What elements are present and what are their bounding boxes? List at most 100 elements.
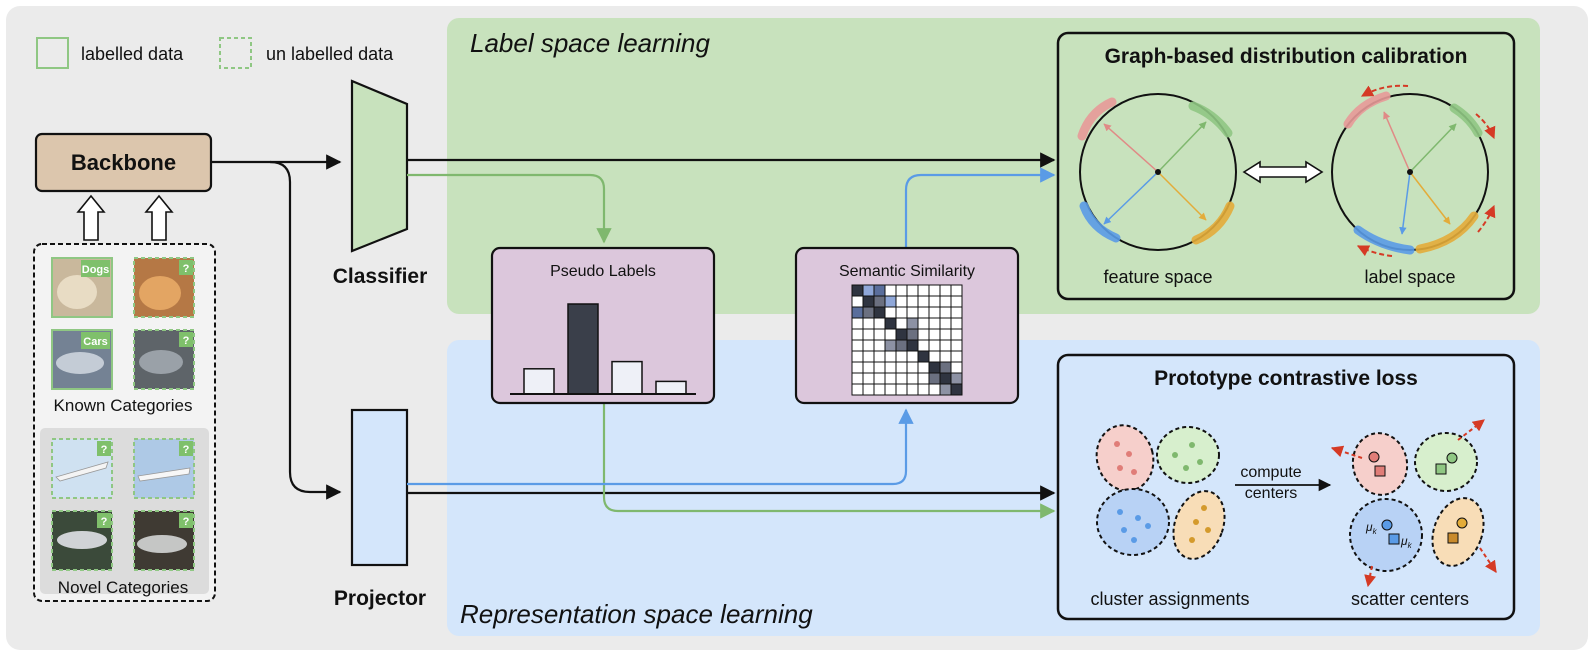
similarity-cell xyxy=(895,372,908,385)
dot xyxy=(1172,452,1178,458)
label-spread-orange-arrow xyxy=(1477,204,1496,233)
similarity-cell xyxy=(917,328,930,341)
cluster-red xyxy=(1095,424,1155,492)
similarity-cell xyxy=(884,361,897,374)
similarity-cell xyxy=(906,317,919,330)
similarity-cell xyxy=(906,284,919,297)
bidirectional-arrow-icon xyxy=(1242,160,1324,184)
similarity-cell xyxy=(895,317,908,330)
similarity-cell xyxy=(895,295,908,308)
mu-symbol: μ xyxy=(1365,520,1373,534)
arrow-pseudo-prototype xyxy=(602,404,1056,519)
similarity-cell xyxy=(939,350,952,363)
dot xyxy=(1189,442,1195,448)
tag-bg-4 xyxy=(179,332,193,347)
similarity-cell xyxy=(851,295,864,308)
legend: labelled data un labelled data xyxy=(36,37,394,69)
similarity-cell xyxy=(939,383,952,396)
similarity-cell xyxy=(906,350,919,363)
similarity-cell xyxy=(851,284,864,297)
label-arc-blue xyxy=(1353,225,1415,255)
similarity-cell xyxy=(939,361,952,374)
dot xyxy=(1121,527,1127,533)
known-categories-label: Known Categories xyxy=(54,396,193,415)
center-cluster-green xyxy=(1414,432,1478,492)
center-cluster-red xyxy=(1351,432,1409,496)
similarity-cell xyxy=(928,328,941,341)
similarity-cell xyxy=(884,284,897,297)
centers-label: centers xyxy=(1245,485,1297,502)
dot xyxy=(1131,469,1137,475)
feature-arc-orange xyxy=(1191,201,1235,245)
feature-arc-green xyxy=(1188,101,1233,138)
center-dot-green xyxy=(1446,452,1458,464)
push-arrow-blue xyxy=(1364,565,1377,588)
feature-arc-blue xyxy=(1079,201,1121,243)
similarity-cell xyxy=(906,328,919,341)
tag-text-3: Cars xyxy=(83,336,107,348)
label-center-dot xyxy=(1407,169,1413,175)
similarity-cell xyxy=(862,317,875,330)
mu-prime-subscript: k xyxy=(1408,541,1413,550)
similarity-cell xyxy=(939,295,952,308)
dot xyxy=(1126,451,1132,457)
label-arc-orange xyxy=(1415,211,1479,254)
similarity-cell xyxy=(917,295,930,308)
push-arrow-orange xyxy=(1479,547,1497,573)
similarity-cell xyxy=(862,284,875,297)
tag-bg-3 xyxy=(81,332,110,349)
feature-space-label: feature space xyxy=(1103,267,1212,287)
cluster-assignments-label: cluster assignments xyxy=(1090,589,1249,609)
similarity-cell xyxy=(884,383,897,396)
similarity-cell xyxy=(928,317,941,330)
feature-arc-red xyxy=(1077,97,1117,141)
similarity-cell xyxy=(950,284,963,297)
car-2-shape xyxy=(139,350,183,374)
label-spread-blue-arrow xyxy=(1356,245,1393,257)
center-square-red xyxy=(1374,465,1386,477)
pseudo-label-bar xyxy=(523,368,555,395)
similarity-cell xyxy=(895,350,908,363)
dot xyxy=(1131,537,1137,543)
center-dot-red xyxy=(1368,451,1380,463)
label-vector-green xyxy=(1409,123,1457,173)
pseudo-label-bar xyxy=(567,303,599,395)
similarity-cell xyxy=(939,372,952,385)
similarity-cell xyxy=(884,317,897,330)
legend-unlabelled-text: un labelled data xyxy=(266,44,394,64)
center-cluster-orange xyxy=(1431,497,1485,567)
similarity-cell xyxy=(873,306,886,319)
semantic-similarity-title: Semantic Similarity xyxy=(839,263,975,280)
dog-1-shape xyxy=(57,275,97,309)
feature-circle xyxy=(1079,93,1237,251)
dot xyxy=(1189,537,1195,543)
tag-bg-2 xyxy=(179,260,193,275)
tag-bg-6 xyxy=(179,441,193,456)
tag-text-5: ? xyxy=(101,444,108,456)
dot xyxy=(1117,465,1123,471)
pseudo-label-bar xyxy=(655,380,687,395)
push-arrow-red xyxy=(1330,445,1363,459)
feature-vector-red xyxy=(1103,123,1159,173)
similarity-cell xyxy=(873,284,886,297)
similarity-cell xyxy=(895,328,908,341)
mu-subscript: k xyxy=(1373,527,1378,536)
similarity-cell xyxy=(928,284,941,297)
similarity-cell xyxy=(851,350,864,363)
scatter-centers-diagram: μk μk xyxy=(1330,419,1497,588)
car-1-shape xyxy=(56,352,104,374)
similarity-cell xyxy=(873,350,886,363)
label-arc-green xyxy=(1449,103,1483,138)
novel-images: ? ? ? ? xyxy=(51,438,195,571)
similarity-cell xyxy=(895,383,908,396)
arrow-classifier-pseudo xyxy=(407,173,612,244)
legend-unlabelled-swatch xyxy=(219,37,252,69)
cluster-orange xyxy=(1172,490,1226,560)
similarity-cell xyxy=(906,383,919,396)
center-dot-blue xyxy=(1381,519,1393,531)
legend-labelled-text: labelled data xyxy=(81,44,184,64)
pseudo-labels-title: Pseudo Labels xyxy=(550,263,656,280)
tag-bg-7 xyxy=(97,513,111,528)
arrow-similarity-graph xyxy=(904,167,1056,248)
center-dot-orange xyxy=(1456,517,1468,529)
